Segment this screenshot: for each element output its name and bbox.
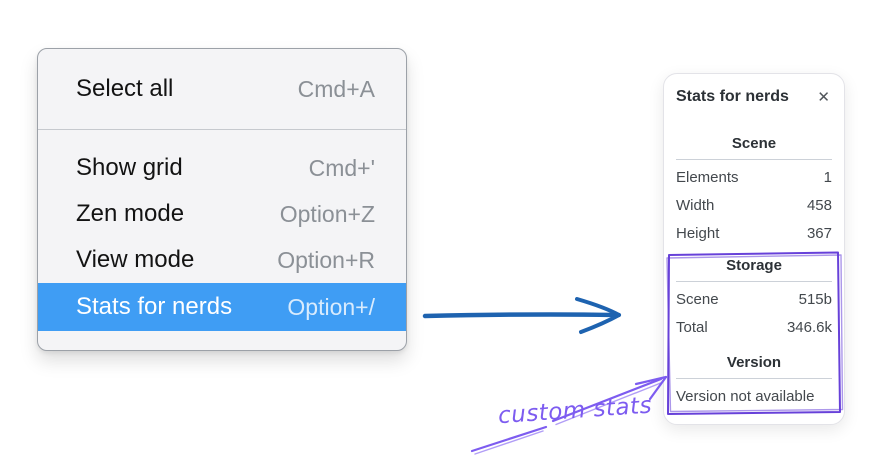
stat-row-height: Height 367 — [676, 219, 832, 247]
section-storage: Storage Scene 515b Total 346.6k — [676, 256, 832, 341]
stat-row-elements: Elements 1 — [676, 163, 832, 191]
stat-row-scene-size: Scene 515b — [676, 285, 832, 313]
section-divider — [676, 378, 832, 379]
section-header: Version — [726, 354, 782, 371]
flow-arrow-icon — [422, 297, 621, 334]
menu-item-shortcut: Option+R — [277, 246, 375, 273]
section-header: Scene — [731, 135, 777, 152]
stats-panel-title: Stats for nerds — [676, 88, 789, 105]
stat-label: Total — [676, 318, 708, 336]
menu-item-show-grid[interactable]: Show grid Cmd+' — [38, 145, 406, 191]
section-divider — [676, 159, 832, 160]
menu-item-label: Select all — [76, 75, 174, 102]
stat-value: 346.6k — [786, 318, 832, 336]
section-header: Storage — [726, 257, 782, 274]
menu-item-shortcut: Cmd+' — [308, 154, 375, 181]
section-rows: Elements 1 Width 458 Height 367 — [676, 163, 832, 247]
menu-divider — [38, 129, 406, 130]
menu-item-label: Zen mode — [76, 200, 185, 227]
menu-item-shortcut: Cmd+A — [297, 75, 375, 102]
stat-value: 367 — [806, 224, 832, 242]
menu-item-label: Stats for nerds — [76, 293, 233, 320]
section-divider — [676, 281, 832, 282]
stat-value: 458 — [806, 196, 832, 214]
stat-value: 515b — [798, 290, 832, 308]
stat-label: Width — [676, 196, 715, 214]
menu-item-shortcut: Option+Z — [279, 200, 375, 227]
version-note: Version not available — [676, 387, 815, 405]
section-version: Version Version not available — [676, 353, 832, 410]
menu-item-select-all[interactable]: Select all Cmd+A — [38, 61, 406, 117]
section-scene: Scene Elements 1 Width 458 Height 367 — [676, 134, 832, 247]
menu-group-bottom: Show grid Cmd+' Zen mode Option+Z View m… — [38, 130, 406, 350]
stat-row-width: Width 458 — [676, 191, 832, 219]
stat-label: Scene — [676, 290, 719, 308]
stat-row-total-size: Total 346.6k — [676, 313, 832, 341]
stats-panel: Stats for nerds ✕ Scene Elements 1 Width… — [663, 73, 845, 425]
menu-item-view-mode[interactable]: View mode Option+R — [38, 237, 406, 283]
menu-item-label: View mode — [76, 246, 195, 273]
stat-label: Height — [676, 224, 720, 242]
menu-item-stats-for-nerds[interactable]: Stats for nerds Option+/ — [38, 283, 406, 331]
menu-item-zen-mode[interactable]: Zen mode Option+Z — [38, 191, 406, 237]
close-icon[interactable]: ✕ — [817, 87, 830, 106]
context-menu: Select all Cmd+A Show grid Cmd+' Zen mod… — [37, 48, 407, 351]
section-rows: Scene 515b Total 346.6k — [676, 285, 832, 341]
menu-group-top: Select all Cmd+A — [38, 49, 406, 129]
menu-item-shortcut: Option+/ — [287, 293, 375, 320]
menu-item-label: Show grid — [76, 154, 183, 181]
stat-value: 1 — [823, 168, 832, 186]
annotation-label: custom stats — [497, 392, 653, 430]
stat-label: Elements — [676, 168, 739, 186]
stats-panel-header: Stats for nerds ✕ — [676, 86, 832, 108]
